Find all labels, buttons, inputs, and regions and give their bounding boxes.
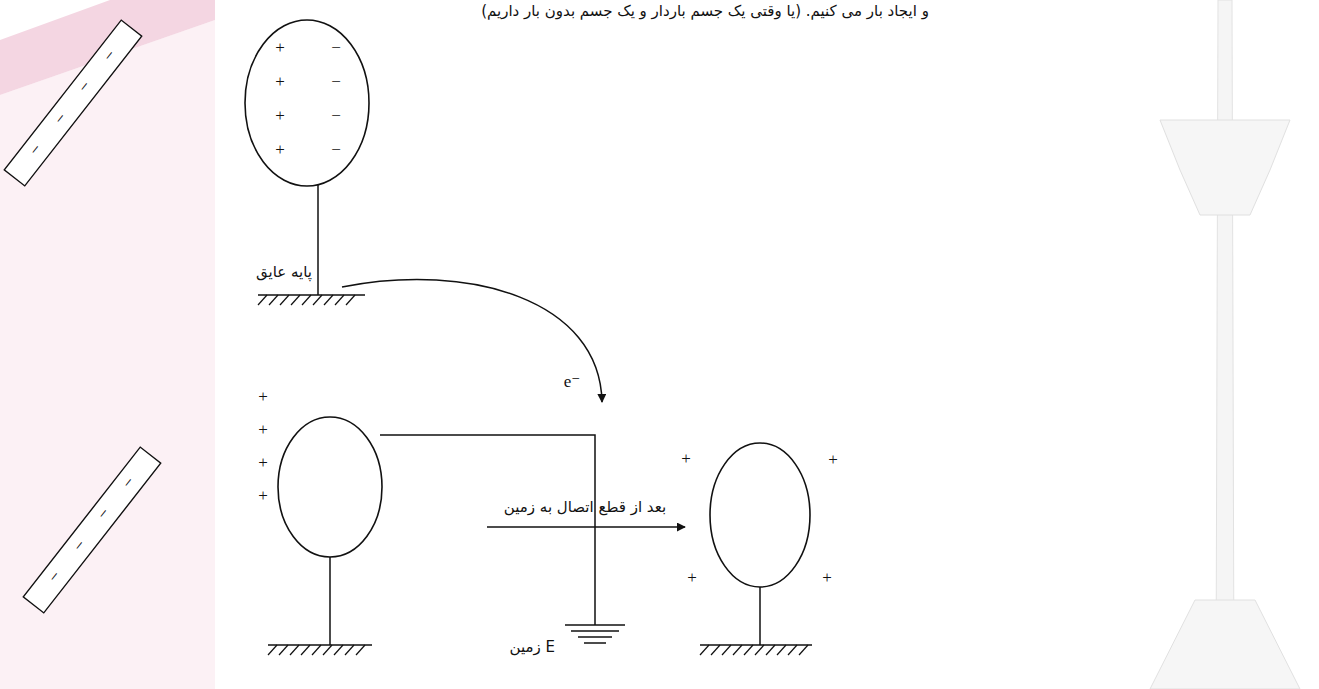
ground-hatch [766,645,775,655]
negative-charge: − [118,473,140,493]
positive-charge: + [275,72,285,92]
ground-hatch [700,644,812,646]
ground-hatch [280,295,289,305]
earth-symbol [578,636,612,638]
charged-rod [23,447,160,613]
negative-charge: − [50,109,72,129]
positive-charge: + [828,450,838,470]
earth-symbol [565,624,625,626]
ground-hatch [755,645,764,655]
positive-charge: + [258,387,268,407]
ground-hatch [744,645,753,655]
negative-charge: − [44,567,66,587]
positive-charge: + [275,140,285,160]
negative-charge: − [331,38,341,58]
ground-hatch [324,295,333,305]
drawing [4,20,812,655]
negative-charge: − [69,536,91,556]
pink-panel [0,20,215,689]
ground-hatch [291,295,300,305]
charged-rod [4,20,141,186]
ground-hatch [733,645,742,655]
transition-arrow [487,526,685,528]
negative-charge: − [331,106,341,126]
ground-hatch [290,645,299,655]
ground-hatch [777,645,786,655]
ground-hatch [258,295,267,305]
ground-hatch [799,645,808,655]
negative-charge: − [25,140,47,160]
stand-label: پایه عایق [256,263,312,281]
ground-hatch [345,645,354,655]
ground-hatch [279,645,288,655]
ground-hatch [356,645,365,655]
earth-label: زمین E [510,638,555,656]
conductor-sphere [278,417,382,557]
insulating-stand [329,557,331,645]
conductor-sphere [710,443,810,587]
positive-charge: + [258,420,268,440]
tower-base [1150,600,1300,689]
ground-hatch [313,295,322,305]
ground-hatch [268,645,277,655]
tower-shaft [1216,0,1234,689]
page-text: و ایجاد بار می کنیم. (یا وقتی یک جسم بار… [481,2,929,20]
ground-hatch [711,645,720,655]
negative-charge: − [331,72,341,92]
ground-wire [380,435,595,625]
positive-charge: + [258,453,268,473]
positive-charge: + [258,486,268,506]
ground-hatch [700,645,709,655]
ground-hatch [335,295,344,305]
transition-label: بعد از قطع اتصال به زمین [504,498,666,516]
electron-label: e⁻ [564,372,581,392]
ground-hatch [302,295,311,305]
ground-hatch [788,645,797,655]
electron-flow-arrow [342,280,602,402]
insulating-stand [317,185,319,295]
ground-hatch [269,295,278,305]
earth-symbol [571,630,619,632]
positive-charge: + [822,568,832,588]
insulating-stand [759,587,761,645]
ground-hatch [323,645,332,655]
positive-charge: + [275,38,285,58]
conductor-sphere [245,20,369,186]
ground-hatch [312,645,321,655]
negative-charge: − [331,140,341,160]
ground-hatch [346,295,355,305]
negative-charge: − [99,46,121,66]
ground-hatch [334,645,343,655]
tower-head [1160,120,1290,215]
negative-charge: − [93,504,115,524]
positive-charge: + [275,106,285,126]
positive-charge: + [681,449,691,469]
positive-charge: + [687,568,697,588]
earth-symbol [584,642,606,644]
ground-hatch [301,645,310,655]
ground-hatch [722,645,731,655]
negative-charge: − [74,77,96,97]
ground-hatch [258,294,365,296]
